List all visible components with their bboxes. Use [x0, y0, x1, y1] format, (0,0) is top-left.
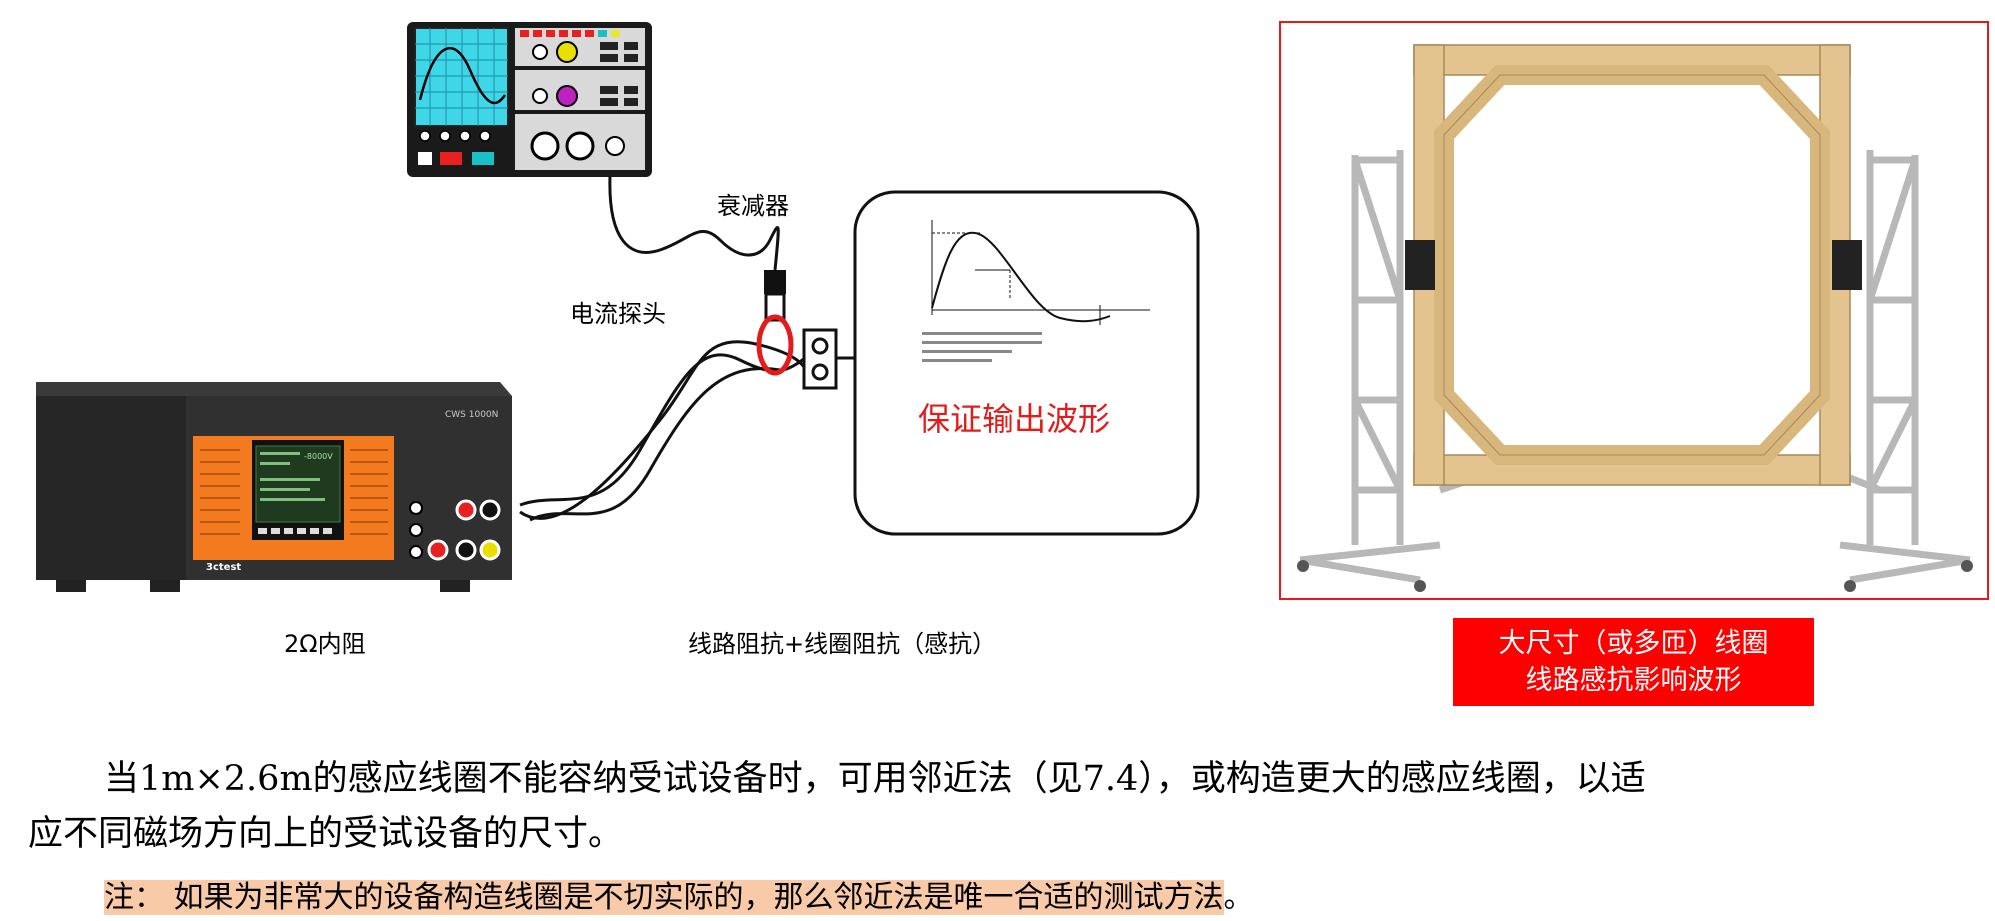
note: 注： 如果为非常大的设备构造线圈是不切实际的，那么邻近法是唯一合适的测试方法。: [104, 872, 1254, 916]
attenuator: [764, 270, 786, 322]
scope-knob-yellow: [556, 41, 578, 63]
paragraph-line1: 当1m×2.6m的感应线圈不能容纳受试设备时，可用邻近法（见7.4），或构造更大…: [104, 759, 1646, 799]
output-terminal-red-1: [455, 499, 477, 521]
surge-generator: [36, 382, 512, 592]
waveform-label: 保证输出波形: [918, 400, 1111, 438]
line-impedance-label: 线路阻抗+线圈阻抗（感抗）: [688, 630, 997, 658]
coil-caption-box: 大尺寸（或多匝）线圈 线路感抗影响波形: [1453, 618, 1814, 706]
generator-display: [255, 445, 341, 523]
paragraph-line2: 应不同磁场方向上的受试设备的尺寸。: [28, 814, 624, 854]
internal-resistance-label: 2Ω内阻: [284, 630, 366, 658]
induction-coil-frame: [1297, 44, 1973, 592]
output-cable-2: [519, 340, 816, 520]
coil-photo-border: [1279, 21, 1989, 600]
current-probe-label: 电流探头: [570, 300, 666, 328]
attenuator-label: 衰减器: [717, 192, 789, 220]
coil-caption-line2: 线路感抗影响波形: [1525, 665, 1742, 696]
note-prefix: 注：: [104, 880, 164, 915]
probe-cable: [608, 175, 780, 271]
scope-knob-magenta: [556, 85, 578, 107]
terminal-block: [802, 328, 838, 390]
generator-display-readout: -8000V: [304, 452, 333, 461]
note-text: 如果为非常大的设备构造线圈是不切实际的，那么邻近法是唯一合适的测试方法: [173, 880, 1224, 915]
output-terminal-red-2: [427, 539, 449, 561]
generator-brand-logo: 3ctest: [206, 562, 242, 573]
generator-model-label: CWS 1000N: [445, 410, 499, 420]
scope-trace: [418, 47, 507, 105]
waveform-fine-print: [922, 332, 1042, 362]
oscilloscope: [407, 22, 652, 177]
coil-caption-line1: 大尺寸（或多匝）线圈: [1498, 628, 1769, 659]
cables: [519, 175, 816, 522]
waveform-box: [853, 190, 1200, 536]
current-probe-clamp: [756, 314, 794, 376]
output-terminal-yellow: [479, 539, 501, 561]
body-paragraph: 当1m×2.6m的感应线圈不能容纳受试设备时，可用邻近法（见7.4），或构造更大…: [28, 752, 1928, 862]
note-suffix: 。: [1223, 880, 1254, 915]
waveform-plot: [931, 220, 1150, 325]
